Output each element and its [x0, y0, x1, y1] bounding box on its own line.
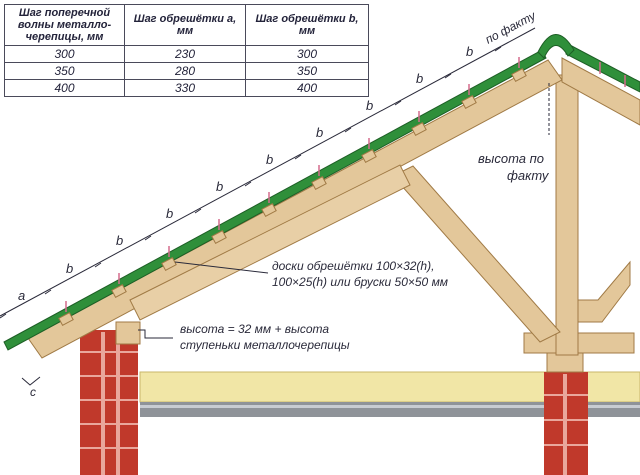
table-cell: 300	[4, 45, 125, 63]
ridge-cap	[537, 34, 575, 59]
table-header-row: Шаг поперечной волны металло-черепицы, м…	[4, 4, 369, 46]
label-vysota-2: ступеньки металлочерепицы	[180, 338, 350, 352]
label-c: c	[30, 385, 36, 399]
label-doski-2: 100×25(h) или бруски 50×50 мм	[272, 275, 448, 289]
overhang-marker	[21, 376, 41, 386]
diagonal-brace	[392, 165, 561, 343]
left-brick-wall	[80, 330, 138, 475]
roof-covering-left	[3, 49, 547, 351]
label-a: a	[18, 288, 25, 303]
wall-plate	[115, 321, 141, 345]
table-cell: 350	[4, 62, 125, 80]
right-diagonal-brace	[577, 260, 631, 323]
dimension-ticks	[0, 46, 502, 319]
table-cell: 280	[124, 62, 246, 80]
label-vysota-1: высота = 32 мм + высота	[180, 322, 329, 336]
label-b-5: b	[266, 152, 273, 167]
right-rafter	[561, 57, 640, 126]
table-header: Шаг обрешётки b, мм	[245, 4, 369, 46]
left-rafter	[27, 59, 563, 359]
label-b-7: b	[366, 98, 373, 113]
label-b-4: b	[216, 179, 223, 194]
label-b-3: b	[166, 206, 173, 221]
dimension-line	[0, 27, 536, 317]
battens	[58, 67, 527, 327]
label-doski-1: доски обрешётки 100×32(h),	[272, 259, 434, 273]
table-cell: 300	[245, 45, 369, 63]
label-b-8: b	[416, 71, 423, 86]
table-cell: 330	[124, 79, 246, 97]
leader-vysota	[138, 329, 173, 339]
table-cell: 400	[4, 79, 125, 97]
table-cell: 400	[245, 79, 369, 97]
table-cell: 230	[124, 45, 246, 63]
king-post	[555, 74, 579, 356]
label-b-2: b	[116, 233, 123, 248]
step-markers	[65, 57, 626, 312]
label-vysota-po: высота по	[478, 151, 544, 166]
label-faktu: факту	[507, 168, 550, 183]
table-header: Шаг поперечной волны металло-черепицы, м…	[4, 4, 125, 46]
ceiling-slab-highlight	[140, 405, 640, 408]
leader-doski	[174, 261, 269, 274]
label-b-1: b	[66, 261, 73, 276]
tie-beam	[523, 332, 635, 354]
label-b-9: b	[466, 44, 473, 59]
table-row: 350 280 350	[4, 62, 369, 80]
batten-spacing-table: Шаг поперечной волны металло-черепицы, м…	[4, 4, 369, 97]
table-header: Шаг обрешётки a, мм	[124, 4, 246, 46]
table-row: 300 230 300	[4, 45, 369, 63]
label-b-6: b	[316, 125, 323, 140]
table-cell: 350	[245, 62, 369, 80]
rafter-lower	[129, 164, 411, 321]
table-row: 400 330 400	[4, 79, 369, 97]
